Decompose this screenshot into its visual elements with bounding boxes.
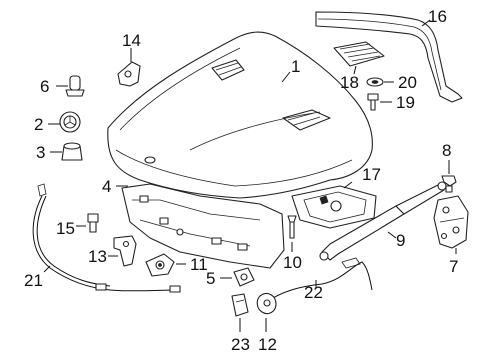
bump-stop <box>65 75 85 97</box>
callout-19: 19 <box>396 93 415 112</box>
cable-clip <box>233 267 255 287</box>
callout-14: 14 <box>122 31 141 50</box>
callout-15: 15 <box>56 219 75 238</box>
retaining-clip <box>87 213 99 233</box>
callout-7: 7 <box>449 257 458 276</box>
callout-21: 21 <box>24 271 43 290</box>
hood-latch <box>291 185 377 229</box>
emblem <box>59 111 81 133</box>
callout-3: 3 <box>36 143 45 162</box>
leader-21 <box>43 265 51 273</box>
callout-9: 9 <box>396 231 405 250</box>
callout-6: 6 <box>40 77 49 96</box>
release-pin <box>287 215 297 239</box>
callout-5: 5 <box>206 269 215 288</box>
callout-22: 22 <box>304 283 323 302</box>
gas-strut <box>319 181 447 261</box>
vent-grille <box>333 41 385 67</box>
leader-9 <box>387 231 397 239</box>
callout-1: 1 <box>291 57 300 76</box>
hood-hinge-bracket <box>117 61 141 87</box>
callout-2: 2 <box>34 115 43 134</box>
bolt <box>367 93 379 111</box>
release-cable-front <box>32 183 181 293</box>
callout-17: 17 <box>362 165 381 184</box>
hinge-bolt <box>441 175 457 193</box>
cable-holder <box>256 293 277 315</box>
callout-13: 13 <box>88 247 107 266</box>
callout-11: 11 <box>190 255 208 274</box>
washer <box>366 77 384 87</box>
callout-16: 16 <box>428 7 447 26</box>
grommet <box>61 142 83 161</box>
leader-16 <box>421 19 431 27</box>
release-cable-rear <box>263 257 373 305</box>
leader-1 <box>281 71 291 83</box>
leader-18 <box>353 65 357 75</box>
callout-23: 23 <box>231 335 250 354</box>
hood-hinge <box>433 195 469 249</box>
callout-12: 12 <box>258 335 277 354</box>
cable-clip-lower <box>231 293 249 317</box>
callout-8: 8 <box>442 141 451 160</box>
hood-panel <box>107 31 373 199</box>
callout-18: 18 <box>340 73 359 92</box>
callout-20: 20 <box>398 73 417 92</box>
leader-17 <box>343 181 353 189</box>
hood-inner-panel <box>121 183 285 269</box>
callout-4: 4 <box>102 177 111 196</box>
hood-seal <box>315 11 463 103</box>
cable-bracket <box>113 235 137 267</box>
release-handle <box>145 253 175 277</box>
callout-10: 10 <box>283 253 302 272</box>
